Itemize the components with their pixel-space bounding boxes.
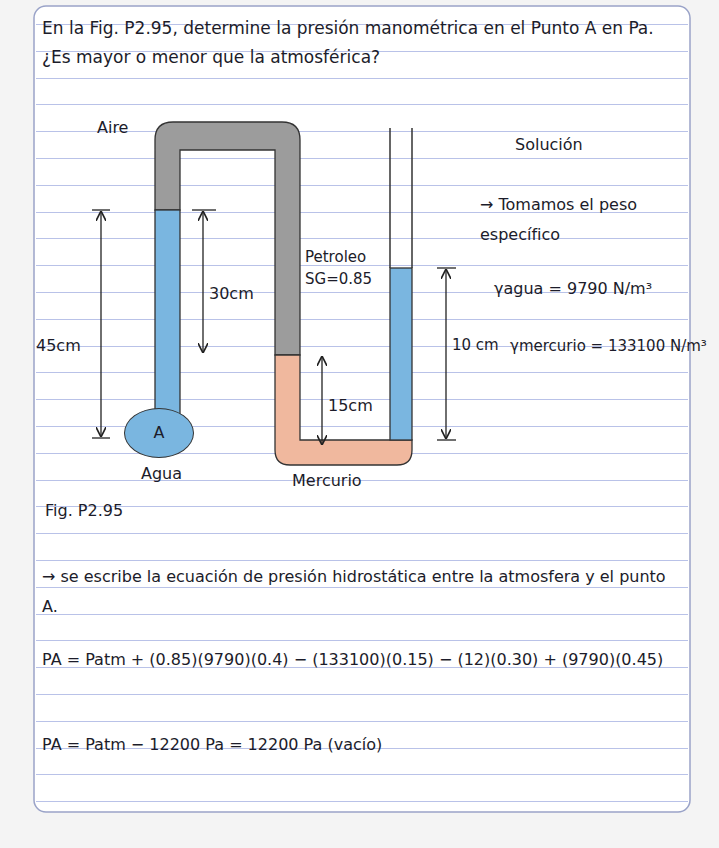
ruled-line [36, 131, 688, 132]
dimension-label: 15cm [328, 392, 373, 419]
solution-note: → se escribe la ecuación de presión hidr… [42, 562, 682, 622]
dimension-label: 30cm [209, 280, 254, 307]
specific-weight: γagua = 9790 N/m³ [494, 275, 652, 302]
ruled-line [36, 614, 688, 615]
ruled-line [36, 533, 688, 534]
problem-statement: En la Fig. P2.95, determine la presión m… [42, 14, 682, 72]
solution-note: → Tomamos el peso específico [480, 190, 660, 250]
pressure-bulb: A [124, 408, 194, 458]
pressure-equation: PA = Patm + (0.85)(9790)(0.4) − (133100)… [42, 643, 682, 677]
point-label: A [154, 424, 165, 442]
ruled-line [36, 319, 688, 320]
ruled-line [36, 587, 688, 588]
ruled-line [36, 104, 688, 105]
fluid-label: Mercurio [292, 467, 362, 494]
section-heading: Solución [515, 131, 583, 158]
ruled-line [36, 774, 688, 775]
pressure-result: PA = Patm − 12200 Pa = 12200 Pa (vacío) [42, 731, 682, 758]
fluid-label: Petroleo SG=0.85 [305, 246, 389, 290]
ruled-line [36, 372, 688, 373]
ruled-line [36, 158, 688, 159]
specific-weight: γmercurio = 133100 N/m³ [510, 333, 707, 360]
ruled-line [36, 801, 688, 802]
ruled-line [36, 185, 688, 186]
ruled-line [36, 506, 688, 507]
figure-caption: Fig. P2.95 [45, 497, 123, 524]
ruled-line [36, 480, 688, 481]
ruled-line [36, 560, 688, 561]
dimension-label: 45cm [36, 332, 81, 359]
ruled-line [36, 640, 688, 641]
dimension-label: 10 cm [452, 332, 499, 359]
ruled-line [36, 238, 688, 239]
ruled-line [36, 721, 688, 722]
ruled-line [36, 78, 688, 79]
fluid-label: Agua [141, 460, 182, 487]
ruled-line [36, 694, 688, 695]
fluid-label: Aire [97, 114, 128, 141]
